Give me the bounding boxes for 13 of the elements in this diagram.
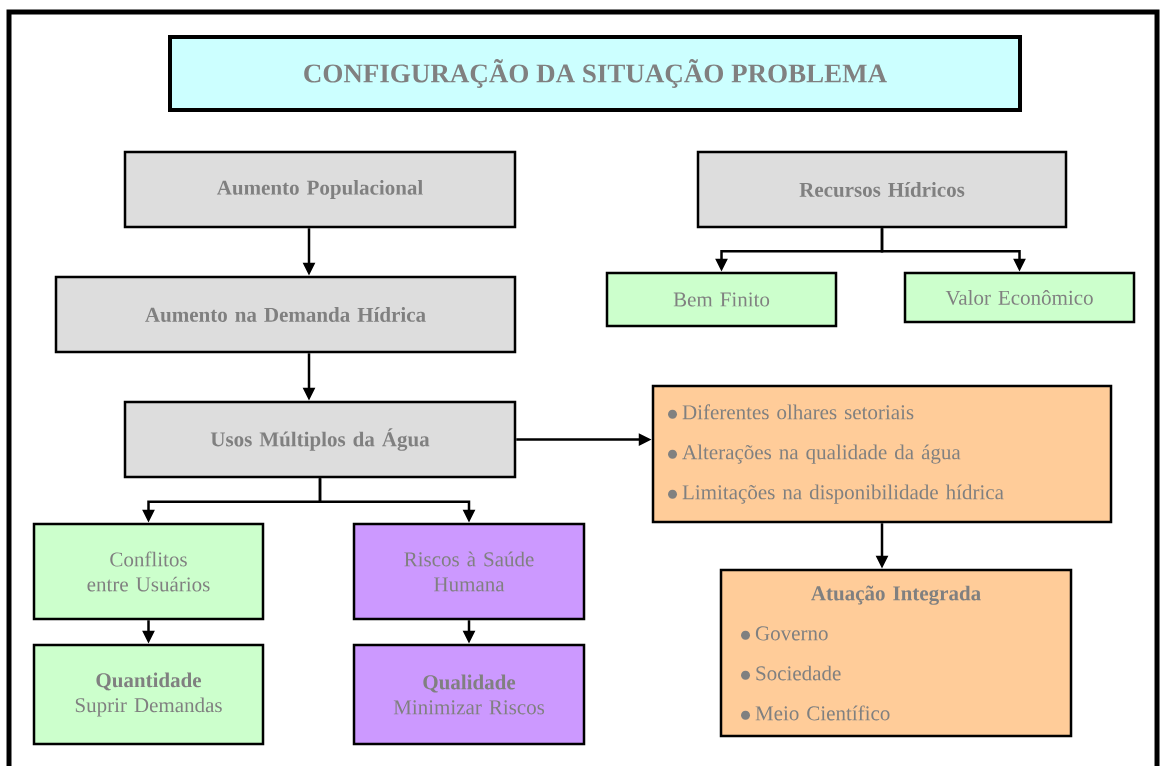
process-box: Recursos Hídricos bbox=[696, 150, 1068, 229]
process-box: Conflitos entre Usuários bbox=[32, 522, 265, 621]
process-box: Quantidade Suprir Demandas bbox=[32, 643, 265, 746]
process-box: Usos Múltiplos da Água bbox=[123, 400, 517, 479]
process-box: Riscos à Saúde Humana bbox=[352, 522, 586, 621]
process-box: Bem Finito bbox=[605, 271, 838, 328]
process-box: Qualidade Minimizar Riscos bbox=[352, 643, 586, 746]
process-box: Aumento Populacional bbox=[123, 150, 517, 229]
process-box: Valor Econômico bbox=[903, 271, 1136, 324]
title-box: CONFIGURAÇÃO DA SITUAÇÃO PROBLEMA bbox=[168, 35, 1022, 112]
process-box: Diferentes olhares setoriais Alterações na qualidade da água Limitações na disponibilidade hídrica bbox=[651, 384, 1113, 524]
process-box: Aumento na Demanda Hídrica bbox=[54, 275, 517, 354]
process-box: Atuação Integrada Governo Sociedade Meio Científico bbox=[719, 568, 1073, 738]
